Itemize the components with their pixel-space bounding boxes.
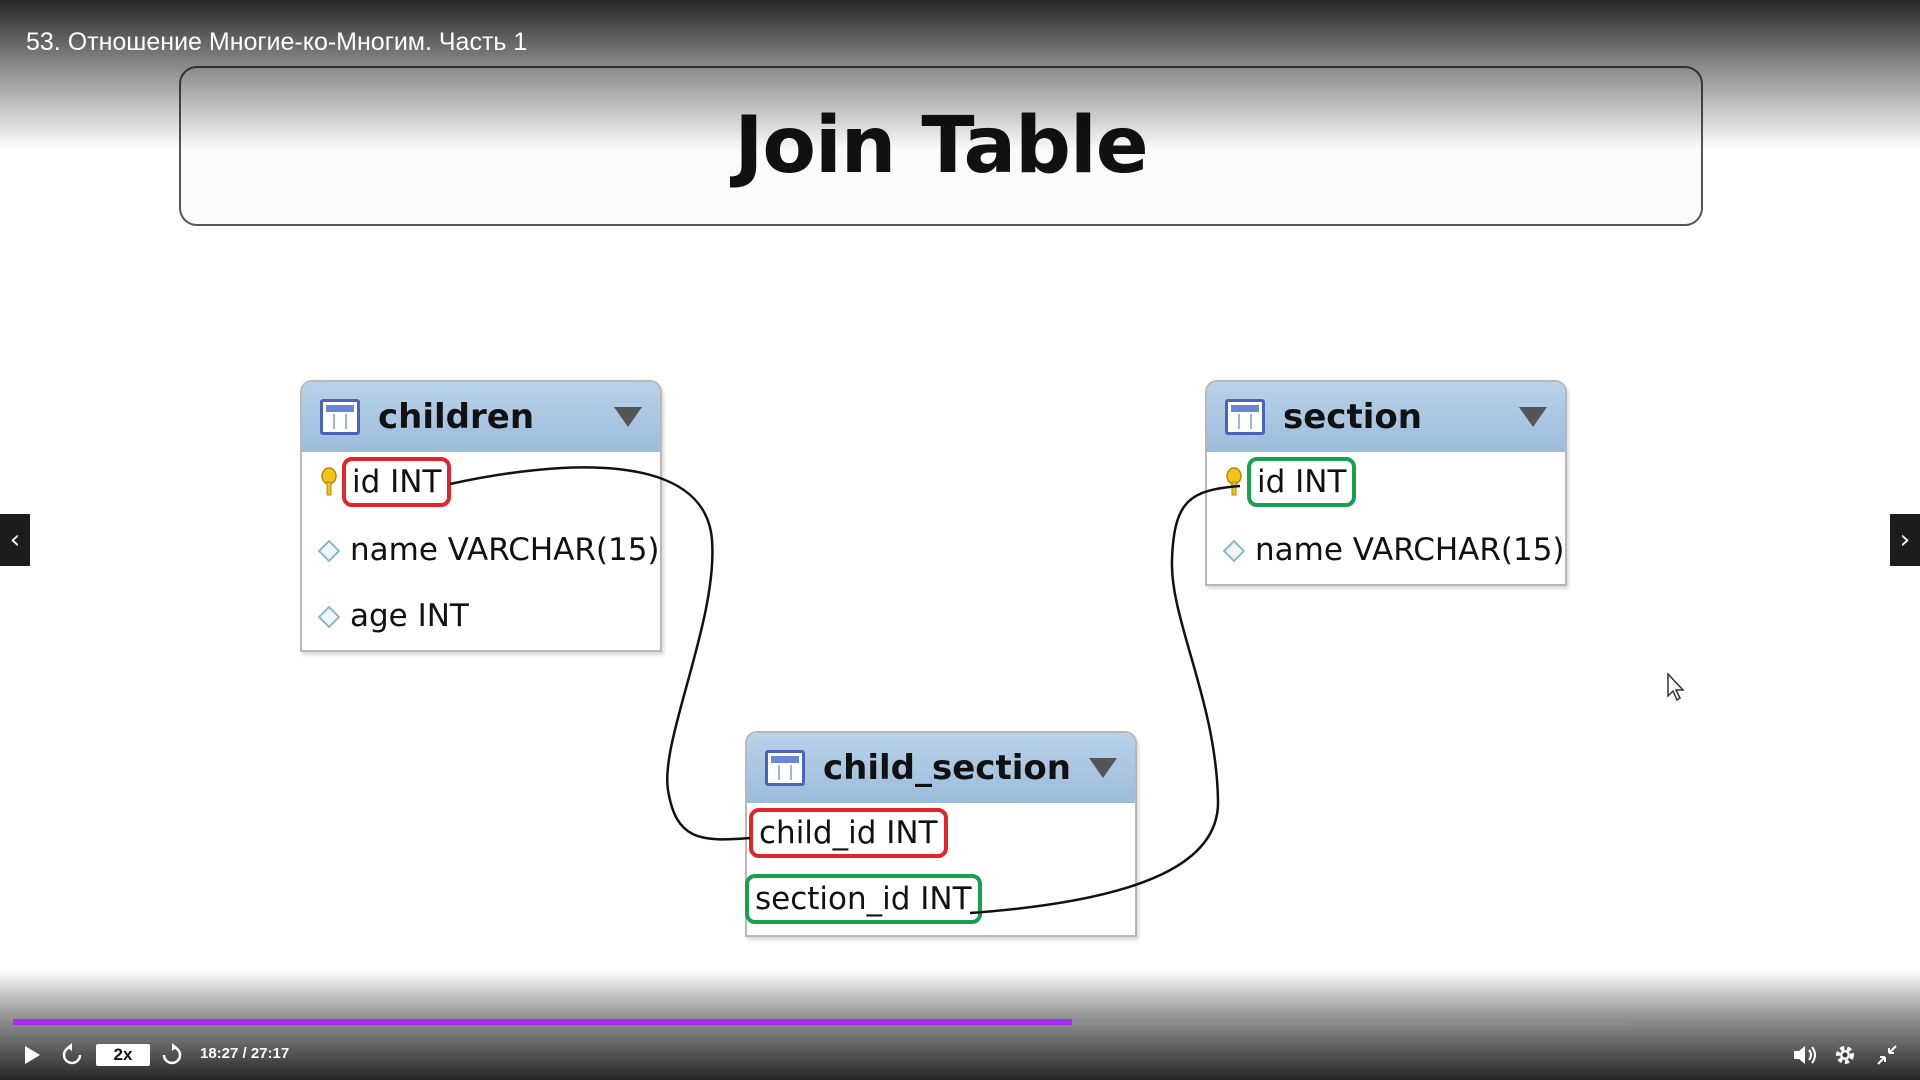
chevron-left-icon: ‹: [9, 525, 21, 555]
play-button[interactable]: [18, 1041, 46, 1069]
field-name: name VARCHAR(15): [1255, 532, 1565, 568]
field-row: section_id INT: [745, 869, 1135, 935]
dropdown-arrow-icon: [1089, 758, 1117, 778]
settings-button[interactable]: [1830, 1041, 1860, 1069]
cursor-icon: [1667, 672, 1685, 702]
diamond-icon: [317, 539, 341, 563]
progress-played: [13, 1019, 1073, 1025]
play-icon: [25, 1046, 40, 1064]
table-name: child_section: [823, 748, 1071, 788]
key-icon: [1226, 467, 1242, 496]
field-row: id INT: [302, 452, 660, 518]
player-controls: 2x 18:27 / 27:17: [0, 1035, 1920, 1075]
field-name: name VARCHAR(15): [350, 532, 660, 568]
video-title: 53. Отношение Многие-ко-Многим. Часть 1: [26, 28, 528, 56]
field-name: id INT: [342, 457, 452, 507]
slide-title-box: Join Table: [179, 66, 1703, 226]
exit-fullscreen-button[interactable]: [1872, 1041, 1902, 1069]
progress-bar[interactable]: [13, 1019, 1630, 1025]
rewind-icon: [62, 1043, 82, 1065]
field-row: child_id INT: [747, 803, 1135, 869]
forward-button[interactable]: [158, 1041, 186, 1069]
field-name: id INT: [1247, 457, 1357, 507]
table-child-section: child_section child_id INT section_id IN…: [745, 731, 1137, 937]
forward-icon: [162, 1043, 182, 1065]
field-row: age INT: [302, 584, 660, 650]
diamond-icon: [1222, 539, 1246, 563]
table-section-header: section: [1207, 382, 1565, 452]
chevron-right-icon: ›: [1899, 525, 1911, 555]
table-child-section-header: child_section: [747, 733, 1135, 803]
field-name: section_id INT: [745, 874, 982, 924]
table-section: section id INT name VARCHAR(15): [1205, 380, 1567, 586]
slide-title: Join Table: [734, 101, 1148, 191]
next-slide-button[interactable]: ›: [1890, 514, 1920, 566]
field-row: id INT: [1207, 452, 1565, 518]
volume-button[interactable]: [1790, 1041, 1820, 1069]
prev-slide-button[interactable]: ‹: [0, 514, 30, 566]
field-row: name VARCHAR(15): [302, 518, 660, 584]
field-row: name VARCHAR(15): [1207, 518, 1565, 584]
field-name: child_id INT: [749, 808, 948, 858]
table-name: section: [1283, 397, 1422, 437]
volume-icon: [1794, 1046, 1816, 1064]
table-icon: [320, 399, 360, 435]
time-display: 18:27 / 27:17: [200, 1045, 290, 1062]
table-name: children: [378, 397, 535, 437]
exit-fullscreen-icon: [1877, 1045, 1897, 1065]
dropdown-arrow-icon: [1519, 407, 1547, 427]
gear-icon: [1836, 1046, 1854, 1064]
table-children: children id INT name VARCHAR(15) age INT: [300, 380, 662, 652]
table-icon: [1225, 399, 1265, 435]
rewind-button[interactable]: [58, 1041, 86, 1069]
table-children-header: children: [302, 382, 660, 452]
key-icon: [321, 467, 337, 496]
speed-button[interactable]: 2x: [96, 1044, 150, 1066]
dropdown-arrow-icon: [614, 407, 642, 427]
table-icon: [765, 750, 805, 786]
field-name: age INT: [350, 598, 469, 634]
diamond-icon: [317, 605, 341, 629]
